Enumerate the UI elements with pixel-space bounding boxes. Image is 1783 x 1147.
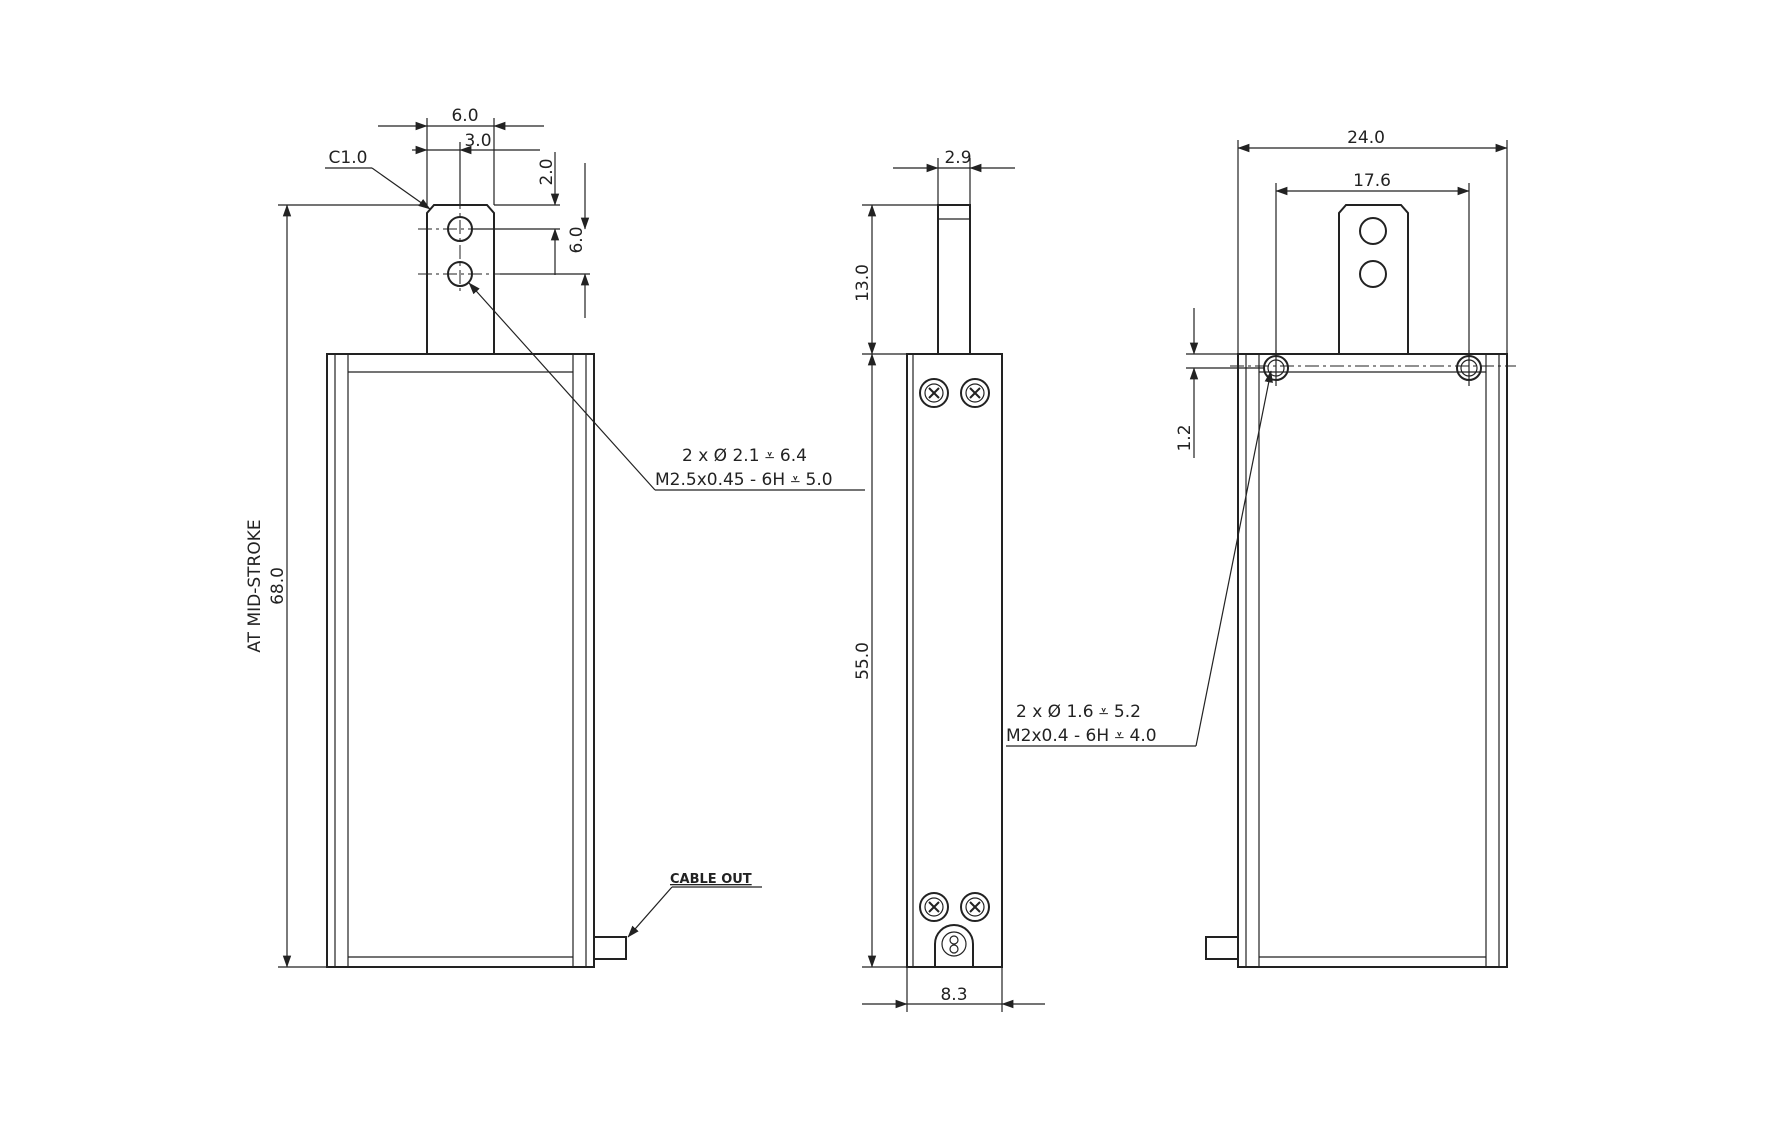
dim-chamfer: C1.0 <box>329 148 368 168</box>
dim-length-note: AT MID-STROKE <box>245 519 265 652</box>
front-view: 6.0 3.0 2.0 6.0 C1.0 68.0 AT MID-STROKE … <box>245 106 865 968</box>
dim-body-width: 8.3 <box>940 985 967 1005</box>
dim-length: 68.0 <box>268 567 288 605</box>
dim-tab-thickness: 2.9 <box>944 148 971 168</box>
front-callout-line1: 2 x Ø 2.1 ⩡ 6.4 <box>682 446 807 466</box>
dim-hole-offset: 3.0 <box>464 131 491 151</box>
side-screw-1 <box>919 378 949 408</box>
cable-out-label: CABLE OUT <box>670 872 752 887</box>
dim-body-length: 55.0 <box>853 642 873 680</box>
rear-cable-stub <box>1205 936 1239 960</box>
dim-rear-width: 24.0 <box>1347 128 1385 148</box>
side-callout-line1: 2 x Ø 1.6 ⩡ 5.2 <box>1016 702 1141 722</box>
dim-hole-spacing: 17.6 <box>1353 171 1391 191</box>
dim-hole-pitch: 6.0 <box>567 226 587 253</box>
side-screw-3 <box>919 892 949 922</box>
dim-hole-depth: 1.2 <box>1175 424 1195 451</box>
side-callout-line2: M2x0.4 - 6H ⩡ 4.0 <box>1006 726 1157 746</box>
side-view: 2.9 13.0 55.0 8.3 2 x Ø 1.6 ⩡ 5.2 M2x0.4… <box>853 148 1273 1012</box>
side-body <box>906 353 1003 968</box>
side-cable-gland <box>934 924 974 967</box>
rear-tab-hole-bottom <box>1359 260 1387 288</box>
dim-stroke: 13.0 <box>853 264 873 302</box>
front-callout-line2: M2.5x0.45 - 6H ⩡ 5.0 <box>655 470 833 490</box>
rear-tab <box>1338 204 1409 354</box>
side-screw-4 <box>960 892 990 922</box>
rear-body <box>1237 353 1508 968</box>
side-screw-2 <box>960 378 990 408</box>
front-cable-stub <box>593 936 627 960</box>
side-tab <box>937 204 971 355</box>
rear-mount-hole-left <box>1263 350 1289 386</box>
dim-tab-width: 6.0 <box>451 106 478 126</box>
dim-hole-top: 2.0 <box>537 158 557 185</box>
front-body <box>326 353 595 968</box>
rear-view: 24.0 17.6 1.2 <box>1175 128 1516 968</box>
rear-mount-hole-right <box>1456 350 1482 386</box>
rear-tab-hole-top <box>1359 217 1387 245</box>
